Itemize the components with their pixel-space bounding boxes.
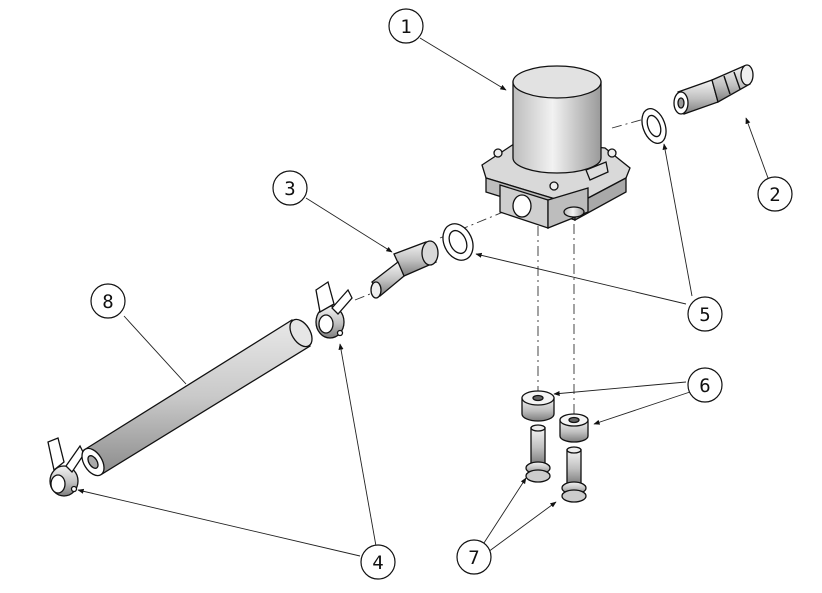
callout-8-label: 8 xyxy=(102,291,113,313)
callout-1-label: 1 xyxy=(400,16,411,38)
spacer-right xyxy=(559,413,589,443)
callout-3-label: 3 xyxy=(284,178,295,200)
hose-tube xyxy=(81,318,313,477)
sealing-washer-right xyxy=(641,108,667,144)
hose-clamp-upper xyxy=(315,280,353,339)
callout-5: 5 xyxy=(687,296,723,332)
sealing-washer-left xyxy=(442,223,474,261)
solenoid-valve xyxy=(481,65,631,229)
spacer-left xyxy=(521,390,555,422)
hose-clamp-lower xyxy=(47,437,85,497)
hex-barb-fitting xyxy=(370,240,439,299)
callout-7: 7 xyxy=(456,539,492,575)
callout-2: 2 xyxy=(757,176,793,212)
screw-left xyxy=(525,424,551,483)
callout-6: 6 xyxy=(687,367,723,403)
callout-4: 4 xyxy=(360,544,396,580)
callout-8: 8 xyxy=(90,283,126,319)
callout-7-label: 7 xyxy=(468,547,479,569)
callout-5-label: 5 xyxy=(699,304,710,326)
screw-right xyxy=(561,446,587,503)
callout-2-label: 2 xyxy=(769,184,780,206)
callout-1: 1 xyxy=(388,8,424,44)
callout-4-label: 4 xyxy=(372,552,383,574)
hose-fitting-right xyxy=(673,64,754,115)
callout-6-label: 6 xyxy=(699,375,710,397)
leader-lines xyxy=(77,37,769,557)
callout-3: 3 xyxy=(272,170,308,206)
